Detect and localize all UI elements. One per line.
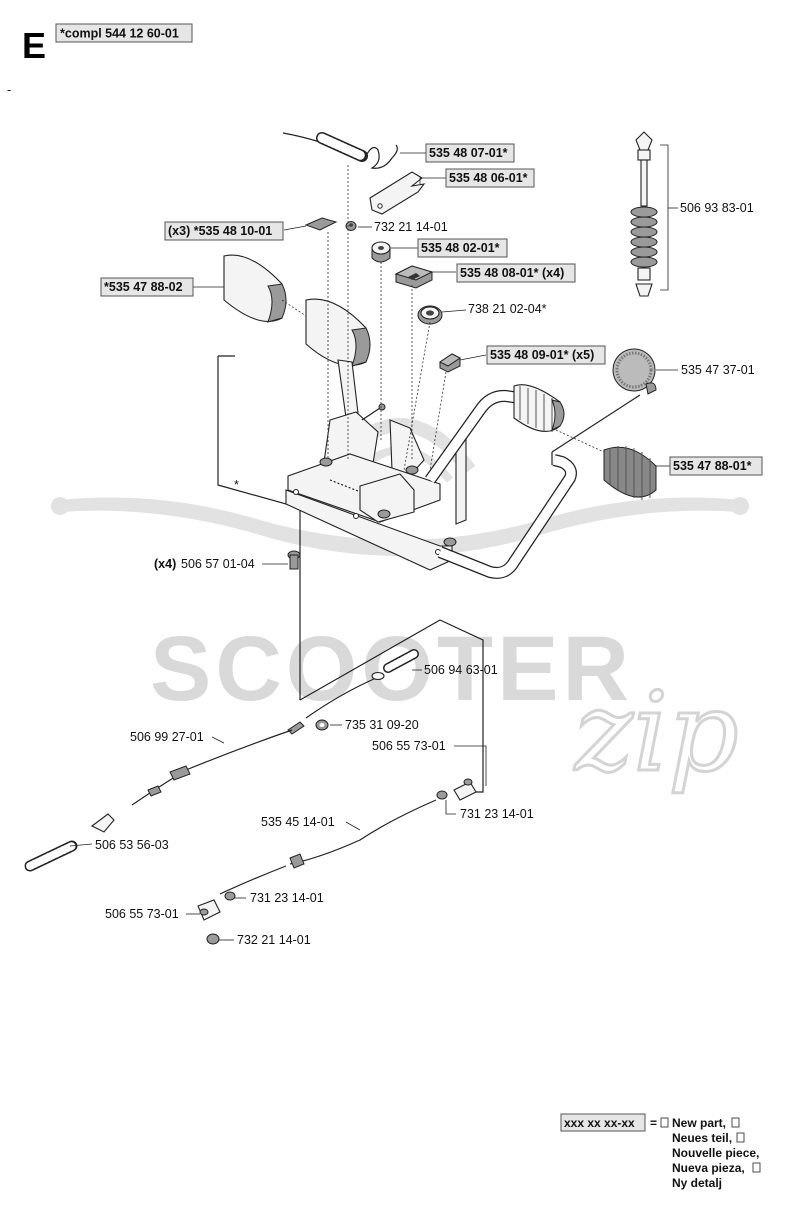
- callout-506-57-01-04: 506 57 01-04: [181, 557, 255, 571]
- callout-506-55-73-01-upper: 506 55 73-01: [372, 739, 446, 753]
- callout-738-21-02-04: 738 21 02-04*: [468, 302, 547, 316]
- legend-code: xxx xx xx-xx: [564, 1116, 635, 1130]
- callout-506-93-83-01: 506 93 83-01: [680, 201, 754, 215]
- callout-535-48-07-01: 535 48 07-01*: [429, 146, 508, 160]
- callout-535-48-08-01: 535 48 08-01* (x4): [460, 266, 564, 280]
- callout-535-48-10-01: (x3) *535 48 10-01: [168, 224, 272, 238]
- callout-leaders: [69, 144, 678, 941]
- alignment-lines: [281, 165, 605, 471]
- block-part: [394, 265, 434, 289]
- callout-732-21-14-01-lower: 732 21 14-01: [237, 933, 311, 947]
- callout-535-47-88-02: *535 47 88-02: [104, 280, 183, 294]
- clip-part: [304, 217, 338, 231]
- callout-535-48-06-01: 535 48 06-01*: [449, 171, 528, 185]
- section-letter: E: [22, 25, 46, 66]
- asterisk-mark: *: [234, 478, 239, 492]
- bracket-part: [369, 171, 426, 215]
- callout-labels: 535 48 07-01* 535 48 06-01* 732 21 14-01…: [95, 143, 763, 947]
- callout-735-31-09-20: 735 31 09-20: [345, 718, 419, 732]
- callout-506-99-27-01: 506 99 27-01: [130, 730, 204, 744]
- nut-part: [345, 221, 357, 231]
- legend-line-4: Nueva pieza,: [672, 1161, 745, 1175]
- legend-line-3: Nouvelle piece,: [672, 1146, 759, 1160]
- bearing-part: [417, 305, 443, 325]
- legend: xxx xx xx-xx = New part, Neues teil, Nou…: [560, 1113, 761, 1190]
- pedal-pad-loose: [223, 254, 287, 323]
- damper-part: [630, 131, 658, 297]
- legend-line-2: Neues teil,: [672, 1131, 732, 1145]
- callout-535-47-88-01: 535 47 88-01*: [673, 459, 752, 473]
- knob-part: [612, 348, 657, 395]
- header-note-box: [55, 23, 193, 43]
- callout-535-48-02-01: 535 48 02-01*: [421, 241, 500, 255]
- callout-506-55-73-01-lower: 506 55 73-01: [105, 907, 179, 921]
- pedal-tube: [425, 384, 577, 579]
- bushing-part: [371, 241, 391, 263]
- callout-qty-x4: (x4): [154, 557, 176, 571]
- callout-506-94-63-01: 506 94 63-01: [424, 663, 498, 677]
- callout-731-23-14-01-lower: 731 23 14-01: [250, 891, 324, 905]
- callout-535-48-09-01: 535 48 09-01* (x5): [490, 348, 594, 362]
- callout-506-53-56-03: 506 53 56-03: [95, 838, 169, 852]
- screw-part: [287, 550, 301, 570]
- cable-assembly: [24, 649, 477, 945]
- callout-535-45-14-01: 535 45 14-01: [261, 815, 335, 829]
- watermark-script: zip: [573, 668, 739, 796]
- spring-wire-part: [282, 132, 398, 169]
- callout-535-47-37-01: 535 47 37-01: [681, 363, 755, 377]
- legend-equals: =: [650, 1116, 657, 1130]
- legend-line-1: New part,: [672, 1116, 726, 1130]
- small-clip-part: [439, 353, 461, 373]
- callout-732-21-14-01-top: 732 21 14-01: [374, 220, 448, 234]
- callout-731-23-14-01-upper: 731 23 14-01: [460, 807, 534, 821]
- stray-mark: -: [7, 83, 11, 97]
- spare-pedal-pad: [603, 446, 657, 500]
- legend-line-5: Ny detalj: [672, 1176, 722, 1190]
- pedal-pad-mounted: [305, 298, 371, 367]
- header-note: *compl 544 12 60-01: [60, 27, 179, 41]
